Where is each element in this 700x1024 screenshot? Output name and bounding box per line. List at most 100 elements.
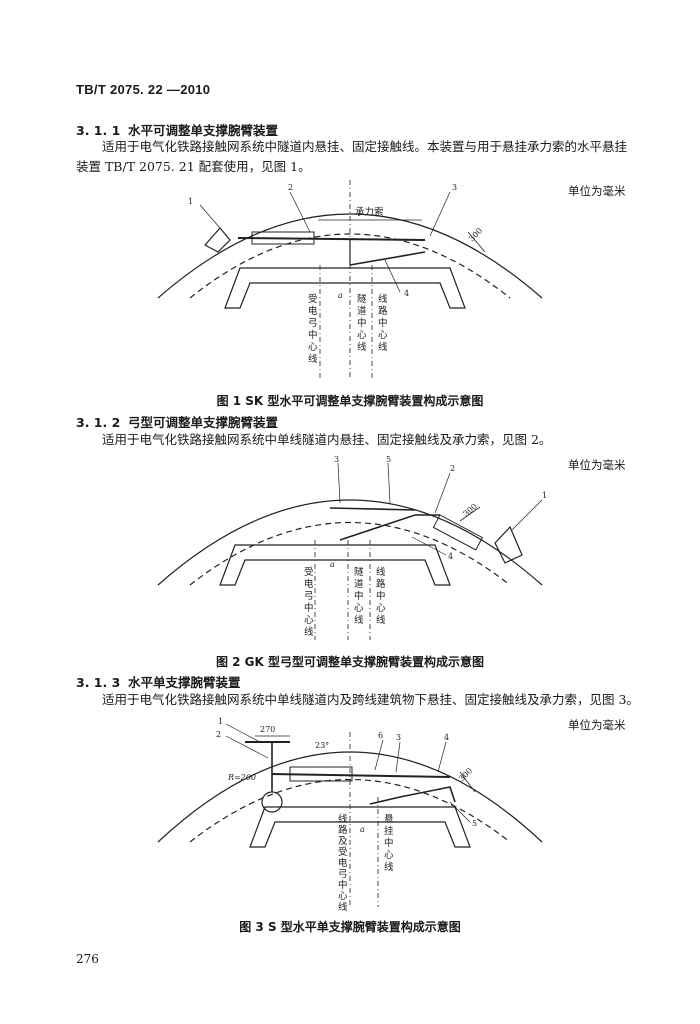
svg-text:线: 线 xyxy=(338,813,348,825)
wall-bracket xyxy=(204,227,231,253)
callout-3: 3 xyxy=(334,455,339,464)
svg-text:心: 心 xyxy=(357,330,367,341)
pantograph-outline xyxy=(219,544,451,586)
dim-300-label: 300 xyxy=(457,766,474,783)
dim-a: a xyxy=(338,291,343,300)
registration-arm xyxy=(369,786,456,805)
angle-label: 23° xyxy=(315,741,329,750)
tunnel-inner-arc xyxy=(189,778,511,843)
svg-text:隧: 隧 xyxy=(357,293,367,305)
dim-270-label: 270 xyxy=(260,725,275,734)
svg-text:中: 中 xyxy=(338,879,348,891)
section-text-3-1-3: 适用于电气化铁路接触网系统中单线隧道内及跨线建筑物下悬挂、固定接触线及承力索，见… xyxy=(76,690,666,710)
svg-text:电: 电 xyxy=(308,305,318,317)
dim-300 xyxy=(459,506,481,522)
svg-text:道: 道 xyxy=(357,305,367,317)
radius-label: R=200 xyxy=(227,773,256,782)
unit-note: 单位为毫米 xyxy=(568,458,626,472)
svg-text:路: 路 xyxy=(378,305,388,317)
track-centerline-label: 线 路 中 心 线 xyxy=(378,293,388,353)
svg-text:受: 受 xyxy=(338,846,348,858)
svg-text:隧: 隧 xyxy=(354,566,364,578)
svg-text:心: 心 xyxy=(376,603,386,614)
paragraph-line: 适用于电气化铁路接触网系统中单线隧道内及跨线建筑物下悬挂、固定接触线及承力索，见… xyxy=(102,692,639,707)
figure-2-diagram: 3 5 2 1 4 300 a 受 电 弓 中 心 线 隧 道 中 心 线 线 … xyxy=(157,455,547,640)
svg-text:中: 中 xyxy=(354,590,364,602)
tunnel-inner-arc xyxy=(189,521,511,586)
svg-text:线: 线 xyxy=(308,353,318,365)
tunnel-inner-arc xyxy=(189,233,511,299)
svg-text:中: 中 xyxy=(308,329,318,341)
bow-arm xyxy=(339,514,440,541)
messenger-label: 承力索 xyxy=(355,206,384,218)
insulator xyxy=(251,231,315,245)
dim-300 xyxy=(459,771,476,793)
cantilever-tube xyxy=(237,237,426,241)
paragraph-line: 适用于电气化铁路接触网系统中单线隧道内悬挂、固定接触线及承力索，见图 2。 xyxy=(102,432,552,447)
section-number: 3. 1. 2 xyxy=(76,415,121,430)
figure-2-caption: 图 2 GK 型弓型可调整单支撑腕臂装置构成示意图 xyxy=(215,655,485,669)
pantograph-outline xyxy=(224,267,466,309)
unit-note: 单位为毫米 xyxy=(568,718,626,732)
svg-text:线: 线 xyxy=(378,293,388,305)
hanger-centerline-label: 悬 挂 中 心 线 xyxy=(384,814,394,873)
section-title: 水平可调整单支撑腕臂装置 xyxy=(128,123,279,138)
section-number: 3. 1. 1 xyxy=(76,123,121,138)
wall-bracket xyxy=(494,525,523,564)
svg-text:路: 路 xyxy=(338,824,348,836)
svg-text:电: 电 xyxy=(338,857,348,869)
callout-3: 3 xyxy=(452,183,457,192)
section-heading-3-1-1: 3. 1. 1 水平可调整单支撑腕臂装置 xyxy=(76,120,278,139)
pantograph-centerline-label: 受 电 弓 中 心 线 xyxy=(308,293,318,365)
figure-3-caption: 图 3 S 型水平单支撑腕臂装置构成示意图 xyxy=(239,920,461,934)
svg-text:心: 心 xyxy=(308,342,318,353)
paragraph-line: 适用于电气化铁路接触网系统中隧道内悬挂、固定接触线。本装置与用于悬挂承力索的水平… xyxy=(102,139,628,154)
svg-text:线: 线 xyxy=(378,341,388,353)
callout-4: 4 xyxy=(404,289,409,298)
svg-text:心: 心 xyxy=(354,603,364,614)
svg-text:线: 线 xyxy=(357,341,367,353)
svg-text:中: 中 xyxy=(357,317,367,329)
svg-text:心: 心 xyxy=(338,891,348,902)
callout-3: 3 xyxy=(396,733,401,742)
callout-1: 1 xyxy=(188,197,193,206)
svg-text:线: 线 xyxy=(354,614,364,626)
tunnel-centerline-label: 隧 道 中 心 线 xyxy=(357,293,367,353)
svg-text:弓: 弓 xyxy=(304,591,314,602)
insulator xyxy=(289,766,353,782)
pantograph-centerline-label: 受 电 弓 中 心 线 xyxy=(304,566,314,638)
svg-text:中: 中 xyxy=(384,837,394,849)
unit-note: 单位为毫米 xyxy=(568,184,626,198)
section-title: 水平单支撑腕臂装置 xyxy=(128,675,241,690)
svg-text:受: 受 xyxy=(304,566,314,578)
dim-300 xyxy=(467,231,486,253)
svg-text:心: 心 xyxy=(384,850,394,861)
svg-text:弓: 弓 xyxy=(308,318,318,329)
cantilever-tube xyxy=(271,773,451,778)
tunnel-outer-arc xyxy=(157,213,543,299)
registration-arm xyxy=(349,251,426,266)
paragraph-line: 装置 TB/T 2075. 21 配套使用，见图 1。 xyxy=(76,159,311,174)
svg-text:中: 中 xyxy=(378,317,388,329)
figure-1-caption: 图 1 SK 型水平可调整单支撑腕臂装置构成示意图 xyxy=(216,394,484,408)
track-centerline-label: 线 路 中 心 线 xyxy=(376,566,386,626)
dim-a: a xyxy=(330,560,335,569)
standard-number: TB/T 2075. 22 —2010 xyxy=(76,82,211,97)
upper-tube xyxy=(329,507,416,511)
tunnel-centerline-label: 隧 道 中 心 线 xyxy=(354,566,364,626)
svg-text:中: 中 xyxy=(376,590,386,602)
radius-circle xyxy=(261,791,283,813)
section-text-3-1-2: 适用于电气化铁路接触网系统中单线隧道内悬挂、固定接触线及承力索，见图 2。 xyxy=(76,430,666,450)
svg-text:及: 及 xyxy=(338,836,348,847)
callout-5: 5 xyxy=(472,819,477,828)
section-text-3-1-1: 适用于电气化铁路接触网系统中隧道内悬挂、固定接触线。本装置与用于悬挂承力索的水平… xyxy=(76,137,666,177)
svg-text:线: 线 xyxy=(384,861,394,873)
svg-text:线: 线 xyxy=(338,901,348,912)
svg-text:电: 电 xyxy=(304,578,314,590)
figure-3-diagram: 1 2 6 3 4 5 270 23° R=200 300 a 线 路 及 受 … xyxy=(157,717,543,912)
track-pantograph-centerline-label: 线 路 及 受 电 弓 中 心 线 xyxy=(338,813,348,912)
svg-text:线: 线 xyxy=(376,566,386,578)
svg-text:弓: 弓 xyxy=(338,869,348,880)
dim-300-label: 300 xyxy=(467,226,484,243)
